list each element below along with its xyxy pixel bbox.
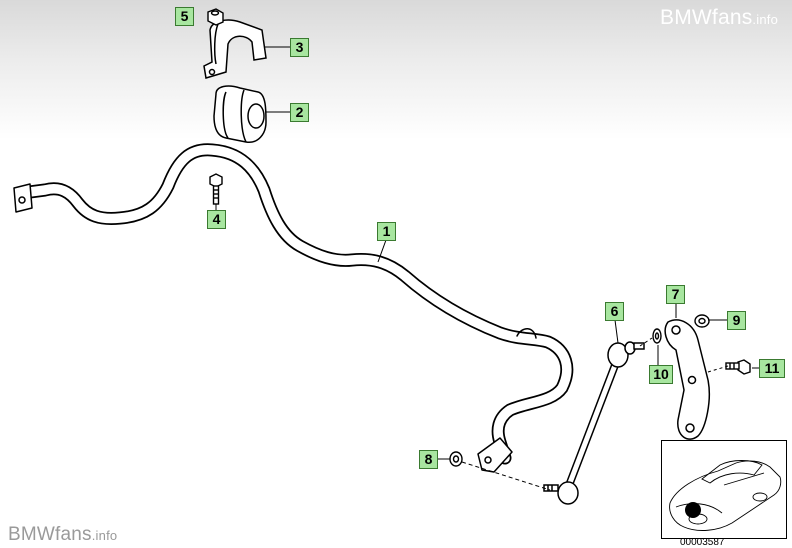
callout-9[interactable]: 9 [727, 311, 746, 330]
hex-bolt [209, 173, 223, 205]
callout-8[interactable]: 8 [419, 450, 438, 469]
leader-lines [215, 46, 759, 491]
rubber-mounting [213, 85, 267, 143]
hex-bolt-11 [725, 359, 751, 375]
car-outline-icon [669, 460, 782, 531]
callout-6[interactable]: 6 [605, 302, 624, 321]
bracket [664, 319, 710, 440]
watermark-top: BMWfans.info [660, 6, 778, 30]
callout-3[interactable]: 3 [290, 38, 309, 57]
collar-nut-9 [694, 314, 710, 328]
callout-5[interactable]: 5 [175, 7, 194, 26]
watermark-bottom: BMWfans.info [8, 524, 117, 546]
callout-1[interactable]: 1 [377, 222, 396, 241]
collar-nut-8 [449, 451, 463, 467]
watermark-brand: BMWfans [8, 524, 92, 545]
callout-7[interactable]: 7 [666, 285, 685, 304]
hex-nut [207, 8, 224, 26]
watermark-brand: BMWfans [660, 6, 753, 29]
callout-10[interactable]: 10 [649, 365, 673, 384]
stabilizer-link [543, 341, 645, 505]
highlight-dot [685, 502, 701, 518]
clamp [203, 19, 267, 79]
document-number: 00003587 [680, 537, 725, 548]
stabilizer-bar [13, 143, 574, 473]
callout-2[interactable]: 2 [290, 103, 309, 122]
watermark-suffix: .info [91, 528, 118, 543]
watermark-suffix: .info [752, 12, 778, 27]
vehicle-location-thumbnail [661, 440, 787, 539]
callout-4[interactable]: 4 [207, 210, 226, 229]
callout-11[interactable]: 11 [759, 359, 785, 378]
washer [652, 328, 662, 344]
